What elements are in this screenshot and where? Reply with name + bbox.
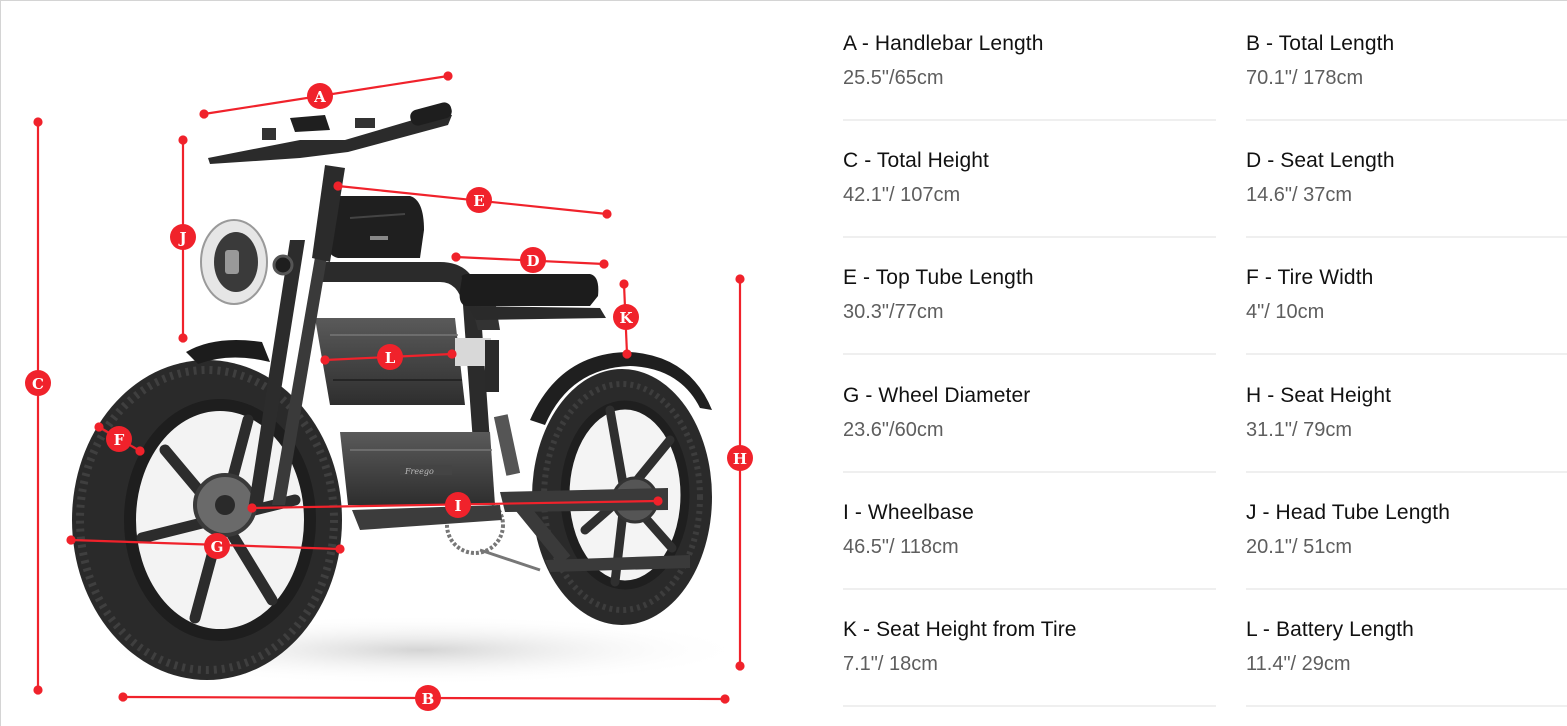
- spec-value: 30.3"/77cm: [843, 301, 944, 323]
- svg-text:K: K: [619, 309, 633, 327]
- spec-value: 20.1"/ 51cm: [1246, 536, 1353, 558]
- spec-title: A - Handlebar Length: [843, 32, 1044, 55]
- display-screen: [290, 115, 330, 132]
- spec-battery-length: L - Battery Length 11.4"/ 29cm: [1246, 586, 1567, 707]
- divider: [1246, 705, 1567, 707]
- spec-title: F - Tire Width: [1246, 266, 1374, 289]
- spec-wheel-diameter: G - Wheel Diameter 23.6"/60cm: [843, 352, 1216, 473]
- divider: [843, 236, 1216, 238]
- svg-text:G: G: [211, 538, 224, 556]
- spec-value: 42.1"/ 107cm: [843, 184, 961, 206]
- marker-a: A: [307, 83, 333, 109]
- bike-illustration: Freego: [25, 71, 753, 711]
- handlebar: [208, 102, 452, 164]
- spec-title: G - Wheel Diameter: [843, 384, 1031, 407]
- frame-edge-left: [0, 0, 1, 726]
- spec-title: I - Wheelbase: [843, 501, 974, 524]
- spec-title: E - Top Tube Length: [843, 266, 1034, 289]
- svg-text:E: E: [473, 192, 484, 210]
- marker-g: G: [204, 533, 230, 559]
- spec-value: 7.1"/ 18cm: [843, 653, 938, 675]
- swingarm: [500, 488, 668, 512]
- divider: [1246, 236, 1567, 238]
- spec-seat-height-from-tire: K - Seat Height from Tire 7.1"/ 18cm: [843, 586, 1216, 707]
- spec-value: 70.1"/ 178cm: [1246, 67, 1364, 89]
- divider: [843, 705, 1216, 707]
- marker-l: L: [377, 344, 403, 370]
- svg-text:F: F: [114, 431, 125, 449]
- specifications-list: A - Handlebar Length 25.5"/65cm C - Tota…: [843, 0, 1567, 726]
- divider: [843, 588, 1216, 590]
- spec-title: C - Total Height: [843, 149, 989, 172]
- brand-logo: Freego: [404, 467, 434, 476]
- spec-seat-length: D - Seat Length 14.6"/ 37cm: [1246, 117, 1567, 238]
- marker-e: E: [466, 187, 492, 213]
- spec-total-length: B - Total Length 70.1"/ 178cm: [1246, 0, 1567, 121]
- seat: [459, 274, 599, 306]
- marker-i: I: [445, 492, 471, 518]
- svg-text:B: B: [422, 690, 435, 708]
- svg-text:A: A: [313, 88, 326, 106]
- spec-title: J - Head Tube Length: [1246, 501, 1450, 524]
- spec-value: 25.5"/65cm: [843, 67, 944, 89]
- spec-top-tube-length: E - Top Tube Length 30.3"/77cm: [843, 234, 1216, 355]
- spec-value: 23.6"/60cm: [843, 419, 944, 441]
- spec-wheelbase: I - Wheelbase 46.5"/ 118cm: [843, 469, 1216, 590]
- spec-title: L - Battery Length: [1246, 618, 1414, 641]
- spec-seat-height: H - Seat Height 31.1"/ 79cm: [1246, 352, 1567, 473]
- marker-c: C: [25, 370, 51, 396]
- bike-dimension-diagram: Freego: [25, 71, 753, 711]
- divider: [1246, 353, 1567, 355]
- svg-text:I: I: [454, 497, 461, 515]
- spec-value: 31.1"/ 79cm: [1246, 419, 1353, 441]
- spec-total-height: C - Total Height 42.1"/ 107cm: [843, 117, 1216, 238]
- marker-b: B: [415, 685, 441, 711]
- spec-title: B - Total Length: [1246, 32, 1395, 55]
- svg-text:C: C: [32, 375, 44, 393]
- spec-value: 11.4"/ 29cm: [1246, 653, 1351, 675]
- svg-text:L: L: [385, 349, 396, 367]
- marker-h: H: [727, 445, 753, 471]
- spec-title: D - Seat Length: [1246, 149, 1395, 172]
- spec-tire-width: F - Tire Width 4"/ 10cm: [1246, 234, 1567, 355]
- marker-f: F: [106, 426, 132, 452]
- spec-head-tube-length: J - Head Tube Length 20.1"/ 51cm: [1246, 469, 1567, 590]
- divider: [843, 471, 1216, 473]
- svg-text:D: D: [526, 252, 539, 270]
- divider: [1246, 588, 1567, 590]
- front-fender: [186, 339, 270, 364]
- divider: [843, 353, 1216, 355]
- spec-value: 4"/ 10cm: [1246, 301, 1325, 323]
- frame-bag: [326, 196, 424, 258]
- marker-d: D: [520, 247, 546, 273]
- spec-handlebar-length: A - Handlebar Length 25.5"/65cm: [843, 0, 1216, 121]
- rear-fender: [530, 352, 712, 425]
- divider: [1246, 471, 1567, 473]
- headlight: [200, 219, 294, 305]
- spec-value: 46.5"/ 118cm: [843, 536, 959, 558]
- svg-text:H: H: [733, 450, 747, 468]
- front-wheel: [72, 360, 342, 680]
- frame-edge-top: [0, 0, 1567, 1]
- spec-value: 14.6"/ 37cm: [1246, 184, 1353, 206]
- divider: [1246, 119, 1567, 121]
- marker-j: J: [170, 224, 196, 250]
- marker-k: K: [613, 304, 639, 330]
- divider: [843, 119, 1216, 121]
- svg-text:J: J: [177, 229, 186, 247]
- spec-title: H - Seat Height: [1246, 384, 1392, 407]
- spec-title: K - Seat Height from Tire: [843, 618, 1077, 641]
